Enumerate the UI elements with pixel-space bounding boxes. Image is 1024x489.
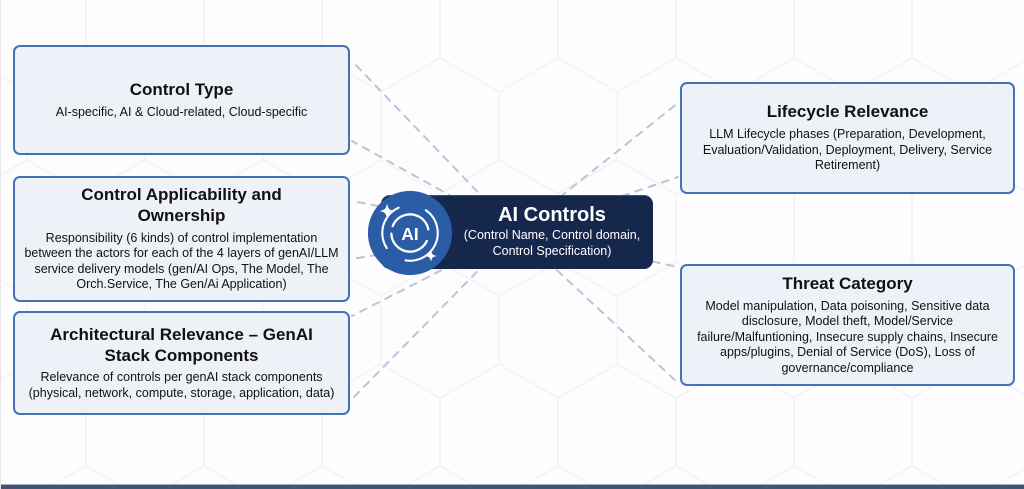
box-architectural-relevance: Architectural Relevance – GenAI Stack Co… [13, 311, 350, 415]
connector-line [515, 231, 679, 384]
box-body: LLM Lifecycle phases (Preparation, Devel… [702, 127, 993, 173]
box-threat-category: Threat Category Model manipulation, Data… [680, 264, 1015, 386]
connector-line [351, 231, 517, 400]
box-control-type: Control Type AI-specific, AI & Cloud-rel… [13, 45, 350, 155]
box-body: AI-specific, AI & Cloud-related, Cloud-s… [55, 104, 308, 119]
ai-badge-label: AI [401, 224, 418, 244]
sparkle-icon [425, 250, 437, 262]
box-lifecycle-relevance: Lifecycle Relevance LLM Lifecycle phases… [680, 82, 1015, 194]
bottom-bar [1, 484, 1024, 489]
ai-badge: AI [367, 190, 453, 276]
ai-controls-title: AI Controls [498, 204, 606, 227]
box-title: Architectural Relevance – GenAI Stack Co… [50, 324, 313, 365]
box-title: Control Applicability and Ownership [81, 185, 282, 225]
box-title: Threat Category [782, 273, 913, 293]
ai-controls-subtitle: (Control Name, Control domain, Control S… [463, 228, 641, 258]
sparkle-icon [379, 203, 395, 219]
box-control-applicability-ownership: Control Applicability and Ownership Resp… [13, 176, 350, 302]
box-title: Control Type [129, 79, 234, 99]
box-title: Lifecycle Relevance [766, 102, 929, 122]
box-body: Relevance of controls per genAI stack co… [28, 370, 335, 400]
connector-line [351, 60, 517, 233]
ai-badge-inner-ring [390, 213, 430, 253]
box-body: Model manipulation, Data poisoning, Sens… [697, 298, 998, 375]
box-body: Responsibility (6 kinds) of control impl… [24, 230, 339, 292]
